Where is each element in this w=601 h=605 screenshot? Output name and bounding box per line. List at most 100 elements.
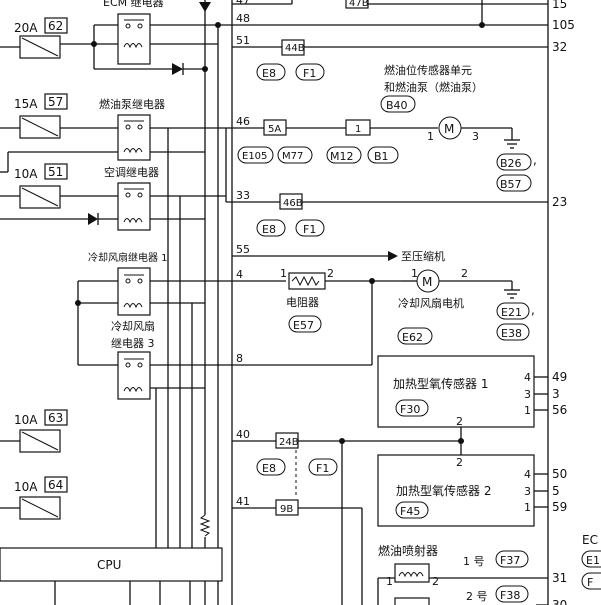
o2-sensor-1-label: 加热型氧传感器 1 — [393, 376, 488, 391]
wire-label-40: 40 — [236, 428, 250, 441]
ac-relay — [117, 182, 151, 231]
fuse-num-51: 51 — [48, 165, 63, 179]
svg-text:E1: E1 — [586, 554, 600, 567]
cooling-fan-relay-3-label-1: 冷却风扇 — [111, 319, 155, 333]
svg-text:F1: F1 — [316, 462, 329, 475]
ref-e8-b — [256, 219, 286, 237]
svg-text:F45: F45 — [400, 505, 420, 518]
svg-text:M12: M12 — [330, 150, 354, 163]
svg-text:B57: B57 — [500, 178, 522, 191]
ref-e62 — [397, 327, 433, 345]
resistor-label: 电阻器 — [286, 296, 319, 309]
fuse-amp-62: 20A — [14, 21, 38, 35]
ref-e57 — [288, 315, 322, 333]
svg-text:1: 1 — [386, 575, 393, 588]
svg-text:1: 1 — [355, 124, 361, 135]
svg-text:2: 2 — [461, 267, 468, 280]
ref-f1-b — [295, 219, 325, 237]
svg-text:F1: F1 — [303, 223, 316, 236]
ref-f37 — [495, 550, 529, 568]
wire-label-46: 46 — [236, 115, 250, 128]
svg-text:F: F — [587, 576, 593, 589]
pullup-resistor-icon — [199, 514, 211, 537]
resistor — [288, 272, 326, 290]
fuse-amp-64: 10A — [14, 480, 38, 494]
svg-text:,: , — [531, 303, 535, 317]
svg-text:E8: E8 — [262, 223, 276, 236]
pin-31: 31 — [552, 571, 567, 585]
svg-text:E8: E8 — [262, 462, 276, 475]
pin-59: 59 — [552, 500, 567, 514]
fuse-amp-51: 10A — [14, 167, 38, 181]
fuel-pump-relay-label: 燃油泵继电器 — [99, 97, 165, 111]
pin-56: 56 — [552, 403, 567, 417]
svg-text:3: 3 — [472, 130, 479, 143]
pin-49: 49 — [552, 370, 567, 384]
ref-f30 — [395, 399, 429, 417]
diode-icon — [172, 63, 183, 75]
relay-coil-icon — [123, 43, 143, 49]
cooling-fan-relay-1 — [117, 267, 151, 316]
ecm-relay-label: ECM 继电器 — [103, 0, 164, 9]
cpu-box — [0, 547, 223, 582]
pin-30: 30 — [552, 598, 567, 605]
fuse-amp-57: 15A — [14, 97, 38, 111]
ref-e21 — [496, 302, 530, 320]
ref-m77 — [277, 146, 313, 164]
pin-23: 23 — [552, 195, 567, 209]
ref-f45 — [395, 501, 429, 519]
svg-text:1: 1 — [427, 130, 434, 143]
ref-b57 — [496, 174, 532, 192]
ac-relay-label: 空调继电器 — [104, 165, 159, 179]
svg-text:F37: F37 — [500, 554, 520, 567]
wire-label-41: 41 — [236, 495, 250, 508]
cooling-fan-relay-3-label-2: 继电器 3 — [111, 337, 155, 350]
pin-3: 3 — [552, 387, 560, 401]
ref-m12 — [326, 146, 362, 164]
svg-text:F1: F1 — [303, 67, 316, 80]
fuse-num-62: 62 — [48, 19, 63, 33]
svg-text:5A: 5A — [268, 124, 281, 135]
ref-e105 — [237, 146, 274, 164]
svg-text:M: M — [444, 122, 454, 136]
ref-b26 — [496, 153, 532, 171]
ref-e8-c — [256, 458, 286, 476]
ref-f38 — [495, 585, 529, 603]
svg-text:24B: 24B — [279, 437, 299, 448]
svg-text:2: 2 — [456, 456, 463, 469]
svg-text:F30: F30 — [400, 403, 420, 416]
svg-text:46B: 46B — [283, 198, 303, 209]
svg-text:9B: 9B — [280, 504, 293, 515]
cpu-label: CPU — [97, 558, 121, 572]
wire-label-47: 47 — [236, 0, 250, 7]
connector-label-44b: 44B — [285, 43, 305, 54]
fuse-num-64: 64 — [48, 478, 63, 492]
svg-text:4: 4 — [524, 371, 531, 384]
ref-b1 — [367, 146, 399, 164]
svg-text:E105: E105 — [242, 151, 267, 162]
svg-text:E8: E8 — [262, 67, 276, 80]
injector-label: 燃油喷射器 — [378, 543, 438, 558]
ref-f1-a — [295, 63, 325, 81]
wire-label-48: 48 — [236, 12, 250, 25]
svg-text:E62: E62 — [402, 331, 423, 344]
fuel-pump-relay — [117, 114, 151, 161]
svg-text:4: 4 — [524, 468, 531, 481]
arrow-right-icon — [388, 251, 398, 261]
cooling-fan-relay-3 — [117, 351, 151, 400]
ref-f1-c — [308, 458, 338, 476]
svg-text:M: M — [422, 275, 432, 289]
svg-text:B1: B1 — [374, 150, 389, 163]
wire-label-8: 8 — [236, 352, 243, 365]
svg-text:1: 1 — [524, 404, 531, 417]
svg-text:B40: B40 — [386, 99, 408, 112]
ref-b40 — [380, 95, 416, 113]
svg-text:1: 1 — [524, 501, 531, 514]
wire-label-33: 33 — [236, 189, 250, 202]
wire-label-55: 55 — [236, 243, 250, 256]
pin-5: 5 — [552, 484, 560, 498]
svg-text:E21: E21 — [501, 306, 522, 319]
resistor-icon — [291, 275, 320, 287]
ref-e38 — [496, 323, 530, 341]
pin-50: 50 — [552, 467, 567, 481]
